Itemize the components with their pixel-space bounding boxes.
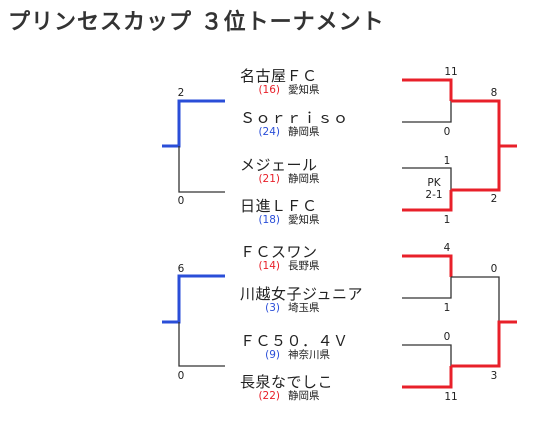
- team-prefecture: 愛知県: [288, 84, 320, 96]
- team-prefecture: 静岡県: [288, 173, 320, 185]
- score-label: 6: [177, 263, 185, 275]
- pk-score: 2-1: [425, 189, 443, 201]
- score-label: 2: [490, 193, 498, 205]
- team-entry: ＦＣ５０．４Ｖ (9) 神奈川県: [240, 333, 380, 361]
- pk-label: PK: [427, 177, 441, 189]
- score-label: 0: [443, 331, 451, 343]
- score-label: 1: [443, 155, 451, 167]
- score-label: 11: [444, 66, 458, 78]
- score-label: 0: [443, 126, 451, 138]
- team-name: ＦＣスワン: [240, 243, 318, 261]
- team-entry: 名古屋ＦＣ (16) 愛知県: [240, 68, 380, 96]
- team-name: 名古屋ＦＣ: [240, 67, 318, 85]
- team-name: 長泉なでしこ: [240, 373, 334, 391]
- right-bracket-top: [402, 78, 517, 212]
- page-title: プリンセスカップ ３位トーナメント: [8, 10, 385, 35]
- team-entry: ＦＣスワン (14) 長野県: [240, 244, 380, 272]
- team-name: 川越女子ジュニア: [240, 285, 363, 303]
- team-prefecture: 愛知県: [288, 214, 320, 226]
- score-label: 0: [177, 370, 185, 382]
- team-entry: 日進ＬＦＣ (18) 愛知県: [240, 198, 380, 226]
- team-seed: (3): [265, 302, 280, 314]
- score-label: 2: [177, 87, 185, 99]
- team-seed: (24): [258, 126, 280, 138]
- team-seed: (16): [258, 84, 280, 96]
- team-entry: メジェール (21) 静岡県: [240, 157, 380, 185]
- score-label: 4: [443, 242, 451, 254]
- team-name: Ｓｏｒｒｉｓｏ: [240, 109, 349, 127]
- team-seed: (18): [258, 214, 280, 226]
- team-prefecture: 埼玉県: [288, 302, 320, 314]
- team-entry: 長泉なでしこ (22) 静岡県: [240, 374, 380, 402]
- right-bracket-bottom: [402, 254, 517, 389]
- score-label: 8: [490, 87, 498, 99]
- team-prefecture: 静岡県: [288, 390, 320, 402]
- team-entry: Ｓｏｒｒｉｓｏ (24) 静岡県: [240, 110, 380, 138]
- team-prefecture: 長野県: [288, 260, 320, 272]
- score-label: 0: [490, 263, 498, 275]
- team-seed: (21): [258, 173, 280, 185]
- score-label: 11: [444, 391, 458, 403]
- team-seed: (9): [265, 349, 280, 361]
- team-name: メジェール: [240, 156, 318, 174]
- score-label: 1: [443, 302, 451, 314]
- team-name: ＦＣ５０．４Ｖ: [240, 332, 349, 350]
- score-label: 1: [443, 214, 451, 226]
- team-prefecture: 神奈川県: [288, 349, 330, 361]
- team-name: 日進ＬＦＣ: [240, 197, 318, 215]
- left-bracket-bottom: [162, 274, 225, 367]
- score-label: 0: [177, 195, 185, 207]
- score-label: 3: [490, 370, 498, 382]
- team-prefecture: 静岡県: [288, 126, 320, 138]
- team-entry: 川越女子ジュニア (3) 埼玉県: [240, 286, 380, 314]
- left-bracket-top: [162, 99, 225, 193]
- team-seed: (14): [258, 260, 280, 272]
- team-seed: (22): [258, 390, 280, 402]
